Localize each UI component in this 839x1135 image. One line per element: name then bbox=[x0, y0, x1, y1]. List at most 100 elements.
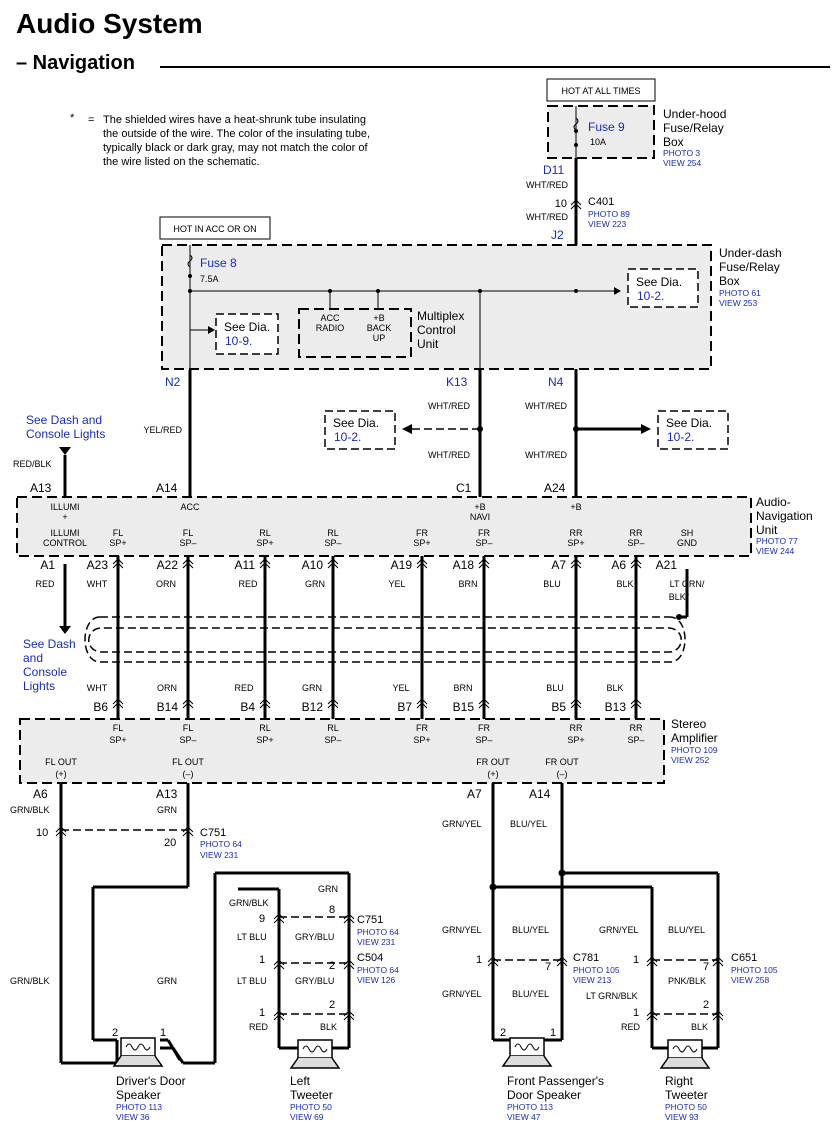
c651-name: C651 bbox=[731, 952, 757, 964]
see-10-2-top-b: 10-2. bbox=[637, 289, 664, 303]
anu-label-rl-sp-pos-1: RL bbox=[259, 528, 271, 538]
fuse9-symbol bbox=[573, 117, 579, 131]
c651-pin-1: 1 bbox=[633, 954, 639, 966]
see-dash-bottom-2[interactable]: and bbox=[23, 651, 43, 665]
note-line-4: the wire listed on the schematic. bbox=[103, 156, 260, 168]
amp-fr-out-neg-2: (–) bbox=[557, 769, 568, 779]
wire-ltgrnblk: LT GRN/BLK bbox=[586, 991, 638, 1001]
anu-bnavi-1: +B bbox=[474, 502, 485, 512]
amp-wire-color-1: ORN bbox=[157, 683, 177, 693]
front-speaker-title-2: Door Speaker bbox=[507, 1088, 581, 1102]
anu-pin-rr-sp-pos: A7 bbox=[551, 558, 566, 572]
anu-bottom-terminals: ILLUMICONTROLA1FLSP+A23FLSP–A22RLSP+A11R… bbox=[35, 528, 705, 719]
c401-wire-bot: WHT/RED bbox=[526, 212, 568, 222]
anu-wire-color-7: BLU bbox=[543, 579, 561, 589]
c401-view: VIEW 223 bbox=[588, 219, 627, 229]
underhood-fuse-box bbox=[547, 105, 655, 159]
anu-label-sh-gnd-2: GND bbox=[677, 538, 698, 548]
amp-photo: PHOTO 109 bbox=[671, 745, 718, 755]
amp-fl-out-neg-1: FL OUT bbox=[172, 757, 204, 767]
lower-wiring bbox=[59, 783, 720, 1065]
anu-illumi: ILLUMI bbox=[50, 502, 79, 512]
amp-pin-7: B13 bbox=[605, 700, 627, 714]
anu-pin-fl-sp-neg: A22 bbox=[157, 558, 179, 572]
amp-label-2-2: SP+ bbox=[256, 735, 273, 745]
c504-photo: PHOTO 64 bbox=[357, 965, 399, 975]
wire-whtred-n4-top: WHT/RED bbox=[525, 401, 567, 411]
amp-label-6-2: SP+ bbox=[567, 735, 584, 745]
see-dash-bottom-1[interactable]: See Dash bbox=[23, 637, 76, 651]
anu-label-fr-sp-neg-2: SP– bbox=[475, 538, 492, 548]
amp-label-3-2: SP– bbox=[324, 735, 341, 745]
see-dia-10-2-right-box[interactable] bbox=[657, 410, 729, 450]
anu-label-fr-sp-pos-2: SP+ bbox=[413, 538, 430, 548]
right-tweeter-view: VIEW 93 bbox=[665, 1112, 699, 1122]
pin-n4: N4 bbox=[548, 375, 564, 389]
amp-title-1: Stereo bbox=[671, 717, 707, 731]
front-pin-1: 1 bbox=[550, 1027, 556, 1039]
left-tweeter-title-2: Tweeter bbox=[290, 1088, 333, 1102]
anu-wire-color-6: BRN bbox=[458, 579, 477, 589]
tweeter-r-pin-2: 2 bbox=[703, 999, 709, 1011]
c751-name-2: C751 bbox=[357, 914, 383, 926]
fuse9-name: Fuse 9 bbox=[588, 120, 625, 134]
wire-pnkblk: PNK/BLK bbox=[668, 976, 706, 986]
anu-view: VIEW 244 bbox=[756, 546, 795, 556]
amp-pin-a6: A6 bbox=[33, 787, 48, 801]
c504-pin-2: 2 bbox=[329, 960, 335, 972]
anu-label-fl-sp-pos-1: FL bbox=[113, 528, 124, 538]
driver-pin-2: 2 bbox=[112, 1027, 118, 1039]
front-speaker-photo: PHOTO 113 bbox=[507, 1102, 553, 1112]
wire-red-r: RED bbox=[621, 1022, 641, 1032]
amp-pin-0: B6 bbox=[93, 700, 108, 714]
mcu-radio-label: RADIO bbox=[316, 323, 345, 333]
note-line-3: typically black or dark gray, may not ma… bbox=[103, 142, 368, 154]
pin-k13: K13 bbox=[446, 375, 468, 389]
anu-label-fl-sp-neg-1: FL bbox=[183, 528, 194, 538]
amp-label-7-1: RR bbox=[630, 723, 643, 733]
mcu-title-3: Unit bbox=[417, 337, 439, 351]
anu-acc: ACC bbox=[180, 502, 200, 512]
see-dash-2[interactable]: Console Lights bbox=[26, 427, 105, 441]
mcu-up-label: UP bbox=[373, 333, 386, 343]
c651-pin-7: 7 bbox=[703, 961, 709, 973]
c651-view: VIEW 258 bbox=[731, 975, 770, 985]
anu-pin-fl-sp-pos: A23 bbox=[87, 558, 109, 572]
c401-name: C401 bbox=[588, 196, 614, 208]
hot-in-acc-label: HOT IN ACC OR ON bbox=[173, 224, 256, 234]
right-tweeter-title-1: Right bbox=[665, 1074, 694, 1088]
amp-pin-5: B15 bbox=[453, 700, 475, 714]
wire-bluyel-1: BLU/YEL bbox=[510, 819, 547, 829]
amp-terminals: WHTB6FLSP+ORNB14FLSP–REDB4RLSP+GRNB12RLS… bbox=[87, 683, 645, 745]
anu-wire-color-3: RED bbox=[238, 579, 258, 589]
hot-in-acc-box bbox=[159, 216, 271, 240]
amp-label-3-1: RL bbox=[327, 723, 339, 733]
anu-pin-fr-sp-neg: A18 bbox=[453, 558, 475, 572]
see-dia-10-9-box[interactable] bbox=[215, 313, 279, 355]
anu-label-rl-sp-neg-2: SP– bbox=[324, 538, 341, 548]
wire-grn-2: GRN bbox=[157, 976, 177, 986]
see-dia-10-2-top-box[interactable] bbox=[627, 268, 699, 308]
wire-grnblk-1: GRN/BLK bbox=[10, 805, 50, 815]
driver-pin-1: 1 bbox=[160, 1027, 166, 1039]
anu-pin-fr-sp-pos: A19 bbox=[391, 558, 413, 572]
anu-pin-rr-sp-neg: A6 bbox=[611, 558, 626, 572]
shield-ellipse bbox=[84, 616, 686, 663]
mcu-b-label: +B bbox=[373, 313, 384, 323]
see-dash-1[interactable]: See Dash and bbox=[26, 413, 102, 427]
wire-bluyel-2: BLU/YEL bbox=[512, 925, 549, 935]
see-dia-10-2-left-box[interactable] bbox=[324, 410, 396, 450]
wire-grn-1: GRN bbox=[157, 805, 177, 815]
see-dash-bottom-4[interactable]: Lights bbox=[23, 679, 55, 693]
see-dash-bottom-3[interactable]: Console bbox=[23, 665, 67, 679]
amp-pin-a14: A14 bbox=[529, 787, 551, 801]
anu-pin-a14: A14 bbox=[156, 481, 178, 495]
wire-grnyel-4: GRN/YEL bbox=[599, 925, 639, 935]
tweeter-l-pin-1: 1 bbox=[259, 1007, 265, 1019]
wire-whtred-k13-bot: WHT/RED bbox=[428, 450, 470, 460]
amp-label-7-2: SP– bbox=[627, 735, 644, 745]
note-line-2: the outside of the wire. The color of th… bbox=[103, 128, 370, 140]
audio-navigation-unit-box bbox=[16, 496, 752, 557]
underdash-view: VIEW 253 bbox=[719, 298, 758, 308]
anu-label-sh-gnd-1: SH bbox=[681, 528, 694, 538]
